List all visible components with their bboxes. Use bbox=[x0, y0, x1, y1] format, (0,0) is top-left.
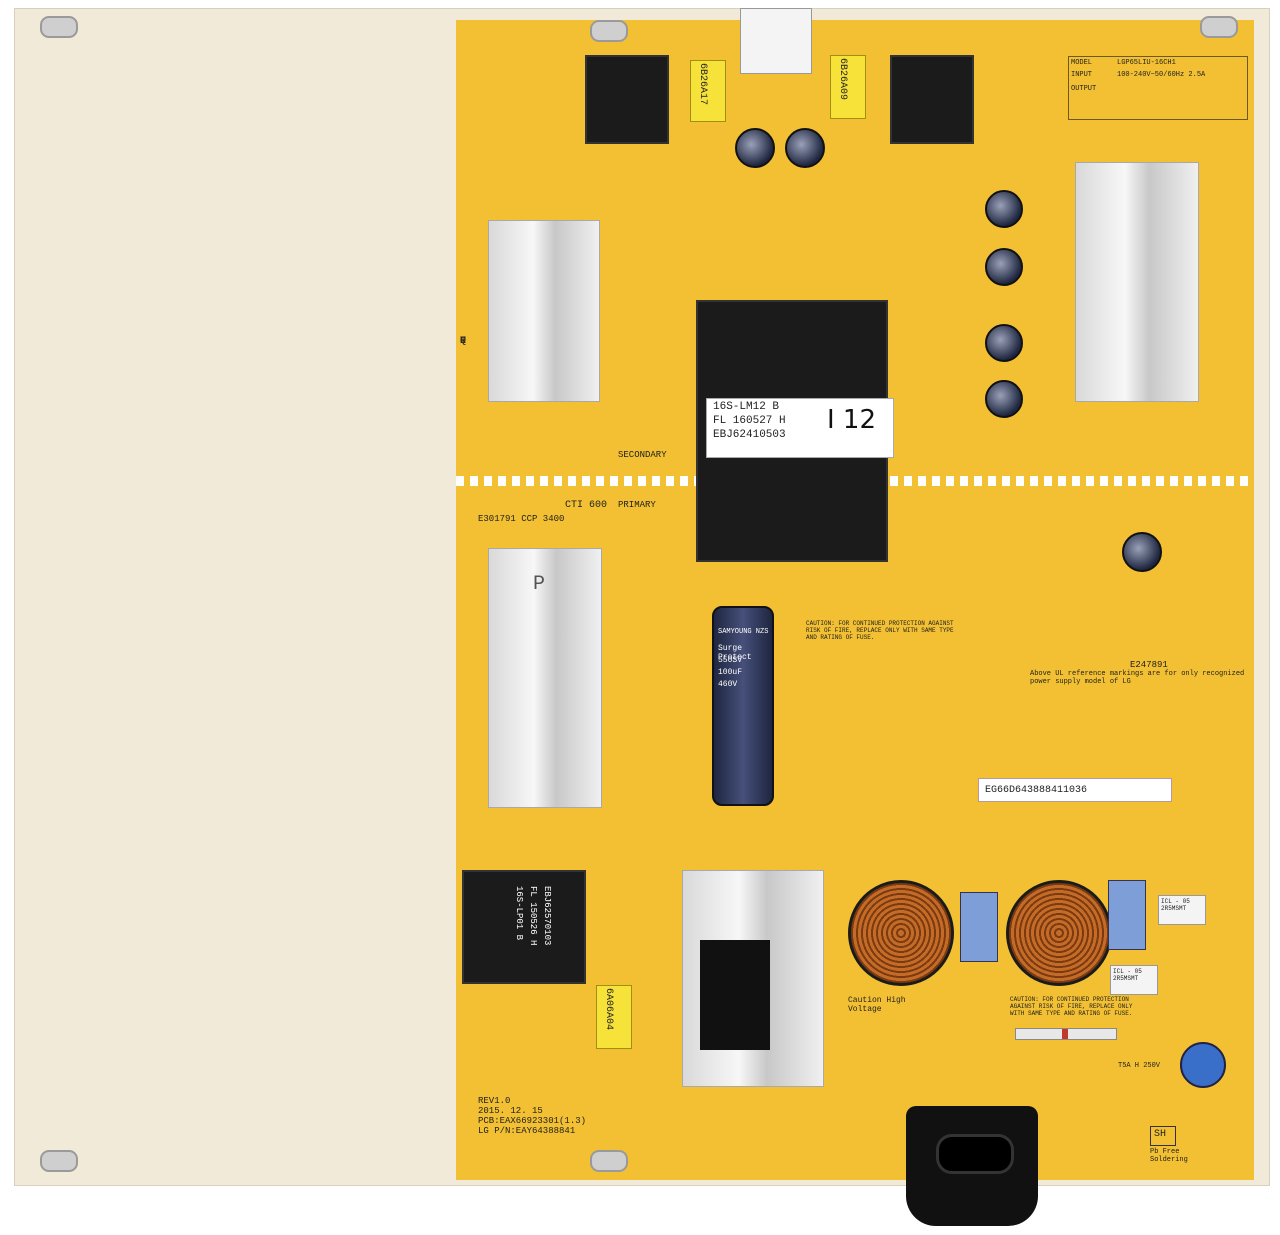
electrolytic-cap-4 bbox=[985, 248, 1023, 286]
input-label: INPUT bbox=[1071, 71, 1093, 79]
pin-letter: P bbox=[460, 336, 467, 347]
serial-sticker: EG66D643888411036 bbox=[978, 778, 1172, 802]
cti-rating: CTI 600 bbox=[565, 500, 608, 511]
bulk-capacitor: SAMYOUNG NZS Surge Protect 550SV 100uF 4… bbox=[712, 606, 774, 806]
standby-transformer: 16S-LP01 B FL 150526 H EBJ62570103 bbox=[462, 870, 586, 984]
thermistor-label-2: ICL - 05 2R5MSMT bbox=[1113, 968, 1142, 982]
capacitor-line4: 460V bbox=[718, 680, 738, 689]
standby-transformer-label3: EBJ62570103 bbox=[542, 886, 552, 946]
mount-hole-top-left bbox=[40, 16, 78, 38]
flammability-code: E301791 CCP 3400 bbox=[478, 514, 565, 524]
electrolytic-cap-7 bbox=[1122, 532, 1162, 572]
revision-block: REV1.0 2015. 12. 15 PCB:EAX66923301(1.3)… bbox=[478, 1096, 586, 1136]
fuse-caution-upper: CAUTION: FOR CONTINUED PROTECTION AGAINS… bbox=[806, 620, 954, 641]
revision-line2: 2015. 12. 15 bbox=[478, 1106, 543, 1116]
transformer-label-line3: EBJ62410503 bbox=[713, 429, 786, 441]
yellow-cap-label-1: 6B26A17 bbox=[697, 63, 708, 106]
common-mode-choke-1 bbox=[848, 880, 954, 986]
main-fuse bbox=[1015, 1028, 1117, 1040]
pin-letter: Q bbox=[460, 336, 467, 347]
electrolytic-cap-6 bbox=[985, 380, 1023, 418]
capacitor-brand: SAMYOUNG NZS bbox=[718, 628, 769, 636]
transformer-top-right bbox=[890, 55, 974, 144]
capacitor-line2: 550SV bbox=[718, 656, 743, 665]
mount-hole-bottom-mid bbox=[590, 1150, 628, 1172]
standby-transformer-label1: 16S-LP01 B bbox=[514, 886, 524, 941]
input-value: 100-240V~50/60Hz 2.5A bbox=[1117, 71, 1206, 79]
ac-inlet bbox=[906, 1106, 1038, 1226]
main-transformer-label: 16S-LM12 B FL 160527 H EBJ62410503 I 12 bbox=[706, 398, 894, 458]
thermistor-label-1: ICL - 05 2R5MSMT bbox=[1161, 898, 1190, 912]
pin-letter: R bbox=[460, 336, 467, 347]
heatsink-hs15 bbox=[488, 220, 600, 402]
yellow-cap-label-2: 6B26A09 bbox=[837, 58, 848, 101]
electrolytic-cap-2 bbox=[785, 128, 825, 168]
bridge-rectifier bbox=[700, 940, 770, 1050]
ac-inlet-socket bbox=[936, 1134, 1014, 1174]
varistor bbox=[1180, 1042, 1226, 1088]
yellow-cap-label-3: 6A06A04 bbox=[603, 988, 614, 1031]
fuse-band bbox=[1062, 1029, 1068, 1039]
electrolytic-cap-5 bbox=[985, 324, 1023, 362]
yellow-capacitor-3: 6A06A04 bbox=[596, 985, 632, 1049]
serial-number: EG66D643888411036 bbox=[985, 785, 1088, 796]
heatsink-p-mark: P bbox=[533, 573, 546, 596]
handwritten-note: I 12 bbox=[827, 405, 877, 435]
capacitor-line3: 100uF bbox=[718, 668, 743, 677]
sh-box: SH bbox=[1150, 1126, 1176, 1146]
thermistor-2: ICL - 05 2R5MSMT bbox=[1110, 965, 1158, 995]
mount-hole-top-right bbox=[1200, 16, 1238, 38]
led-connector bbox=[740, 8, 812, 74]
heatsink-hs14: P bbox=[488, 548, 602, 808]
secondary-zone-label: SECONDARY bbox=[618, 450, 667, 460]
x-capacitor-1 bbox=[960, 892, 998, 962]
fuse-caution-lower: CAUTION: FOR CONTINUED PROTECTION AGAINS… bbox=[1010, 996, 1133, 1017]
heatsink-hs16 bbox=[1075, 162, 1199, 402]
model-table: MODEL LGP65LIU-16CH1 INPUT 100-240V~50/6… bbox=[1068, 56, 1248, 120]
model-label: MODEL bbox=[1071, 59, 1093, 67]
common-mode-choke-2 bbox=[1006, 880, 1112, 986]
model-value: LGP65LIU-16CH1 bbox=[1117, 59, 1176, 67]
pin-letter: T bbox=[460, 336, 467, 347]
revision-line4: LG P/N:EAY64388841 bbox=[478, 1126, 576, 1136]
output-label: OUTPUT bbox=[1071, 85, 1097, 93]
mount-hole-bottom-left bbox=[40, 1150, 78, 1172]
ul-code: E247891 bbox=[1130, 660, 1168, 670]
fuse-rating: T5A H 250V bbox=[1118, 1062, 1161, 1070]
transformer-label-line1: 16S-LM12 B bbox=[713, 401, 780, 413]
high-voltage-caution: Caution High Voltage bbox=[848, 996, 906, 1014]
thermistor-1: ICL - 05 2R5MSMT bbox=[1158, 895, 1206, 925]
pb-free-label: Pb Free Soldering bbox=[1150, 1148, 1188, 1164]
electrolytic-cap-1 bbox=[735, 128, 775, 168]
sh-mark: SH bbox=[1154, 1129, 1167, 1140]
ul-note: Above UL reference markings are for only… bbox=[1030, 670, 1245, 686]
standby-transformer-label2: FL 150526 H bbox=[528, 886, 538, 946]
transformer-label-line2: FL 160527 H bbox=[713, 415, 786, 427]
mount-hole-top-mid bbox=[590, 20, 628, 42]
capacitor-line1: Surge Protect bbox=[718, 644, 752, 662]
revision-line1: REV1.0 bbox=[478, 1096, 511, 1106]
yellow-capacitor-1: 6B26A17 bbox=[690, 60, 726, 122]
revision-line3: PCB:EAX66923301(1.3) bbox=[478, 1116, 587, 1126]
x-capacitor-2 bbox=[1108, 880, 1146, 950]
transformer-top-left bbox=[585, 55, 669, 144]
primary-zone-label: PRIMARY bbox=[618, 500, 656, 510]
electrolytic-cap-3 bbox=[985, 190, 1023, 228]
yellow-capacitor-2: 6B26A09 bbox=[830, 55, 866, 119]
